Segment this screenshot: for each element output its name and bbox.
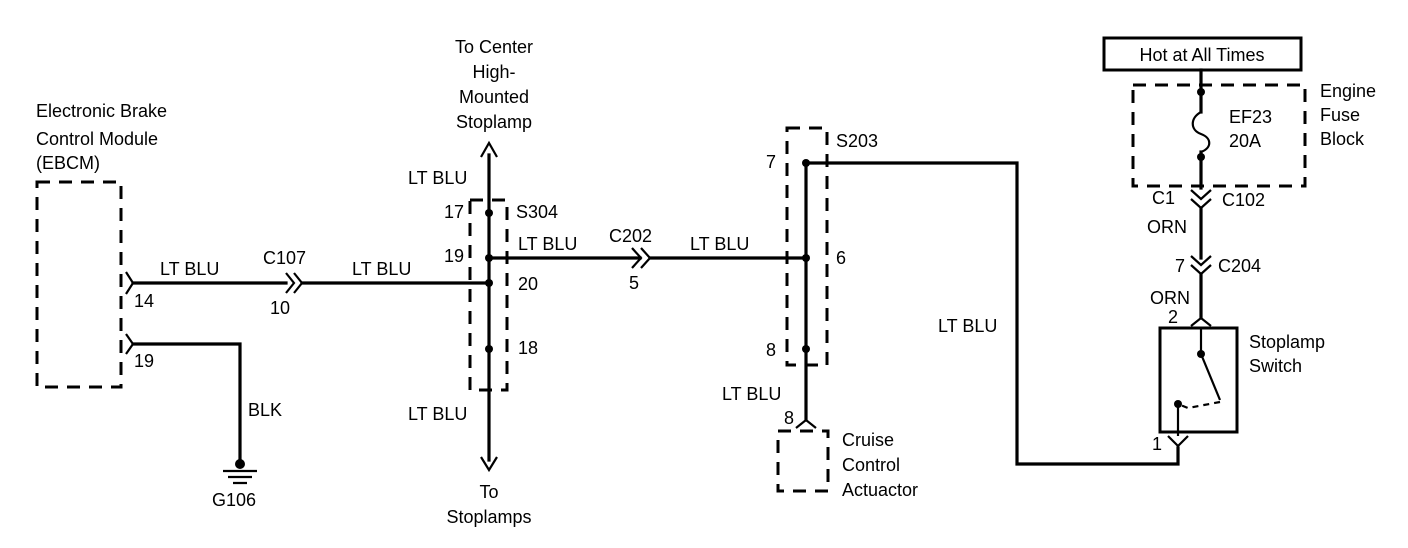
ebcm-dashed-box xyxy=(35,180,123,389)
cruise-label-line1: Cruise xyxy=(842,430,894,450)
ebcm-pin-19: 19 xyxy=(134,351,154,371)
wire-color-orn-2: ORN xyxy=(1150,288,1190,308)
wire-color-lt-blu-6: LT BLU xyxy=(690,234,749,254)
cruise-label-line3: Actuactor xyxy=(842,480,918,500)
wire-color-lt-blu-2: LT BLU xyxy=(352,259,411,279)
arrow-down-icon xyxy=(480,456,498,473)
connector-c107-pin-10: 10 xyxy=(270,298,290,318)
ground-label-g106: G106 xyxy=(212,490,256,510)
s304-node-18 xyxy=(485,345,493,353)
arrow-up-icon xyxy=(480,140,498,158)
wire-color-lt-blu-1: LT BLU xyxy=(160,259,219,279)
cruise-control-actuator: Cruise Control Actuactor xyxy=(776,418,918,500)
connector-c204-label: C204 xyxy=(1218,256,1261,276)
stoplamps-line2: Stoplamps xyxy=(446,507,531,527)
stoplamps-line1: To xyxy=(479,482,498,502)
connector-c204-pin-7: 7 xyxy=(1175,256,1185,276)
wire-color-lt-blu-4: LT BLU xyxy=(408,404,467,424)
s304-pin-19: 19 xyxy=(444,246,464,266)
cruise-label-line2: Control xyxy=(842,455,900,475)
s203-node-8 xyxy=(802,345,810,353)
connector-switch-2-symbol xyxy=(1190,316,1212,327)
fuse-rating: 20A xyxy=(1229,131,1261,151)
connector-c102-symbol xyxy=(1190,189,1212,210)
connector-c102-label: C102 xyxy=(1222,190,1265,210)
s203-pin-7: 7 xyxy=(766,152,776,172)
chmsl-line3: Mounted xyxy=(459,87,529,107)
ebcm-pin-14: 14 xyxy=(134,291,154,311)
power-source: Hot at All Times EF23 20A Engine Fuse Bl… xyxy=(1102,36,1376,190)
s304-pin-17: 17 xyxy=(444,202,464,222)
connector-c107-symbol xyxy=(285,272,304,294)
s203-pin-8: 8 xyxy=(766,340,776,360)
destination-stoplamps: To Stoplamps xyxy=(446,482,531,527)
ground-icon xyxy=(223,469,257,485)
connector-switch-1-symbol xyxy=(1167,435,1189,448)
connector-c1-label: C1 xyxy=(1152,188,1175,208)
s304-pin-18: 18 xyxy=(518,338,538,358)
wire-color-lt-blu-7: LT BLU xyxy=(722,384,781,404)
wire-fuse-to-switch: C1 C102 ORN 7 C204 ORN 2 xyxy=(1147,188,1265,327)
chmsl-line2: High- xyxy=(472,62,515,82)
stoplamp-switch-line2: Switch xyxy=(1249,356,1302,376)
hot-at-all-times-label: Hot at All Times xyxy=(1139,45,1264,65)
wire-color-lt-blu-3: LT BLU xyxy=(408,168,467,188)
fuse-block-dashed-box xyxy=(1131,83,1307,188)
wire-color-orn-1: ORN xyxy=(1147,217,1187,237)
ebcm-module: Electronic Brake Control Module (EBCM) 1… xyxy=(35,101,167,389)
wire-color-lt-blu-5: LT BLU xyxy=(518,234,577,254)
connector-c107-label: C107 xyxy=(263,248,306,268)
chmsl-line1: To Center xyxy=(455,37,533,57)
wire-segment-ebcm-ground xyxy=(131,342,242,464)
destination-chmsl: To Center High- Mounted Stoplamp xyxy=(455,37,533,132)
ebcm-label-line2: Control Module xyxy=(36,129,158,149)
s203-label: S203 xyxy=(836,131,878,151)
stoplamp-switch: 1 Stoplamp Switch xyxy=(1152,326,1325,454)
fuse-node-top xyxy=(1197,88,1205,96)
splice-s203: S203 7 6 8 LT BLU 8 xyxy=(722,126,878,428)
cruise-dashed-box xyxy=(776,429,830,493)
connector-c202-pin-5: 5 xyxy=(629,273,639,293)
fuse-icon xyxy=(1191,111,1211,154)
fuse-block-line3: Block xyxy=(1320,129,1365,149)
connector-c202-label: C202 xyxy=(609,226,652,246)
wire-ebcm-19-to-ground: BLK G106 xyxy=(125,333,282,510)
wire-color-blk: BLK xyxy=(248,400,282,420)
ebcm-label-line1: Electronic Brake xyxy=(36,101,167,121)
switch-pin-1: 1 xyxy=(1152,434,1162,454)
wire-s203-to-stoplamp-switch: LT BLU xyxy=(804,161,1180,466)
ground-node xyxy=(235,459,245,469)
wire-ebcm-14-to-s304: LT BLU C107 10 LT BLU xyxy=(125,248,491,318)
s203-node-6 xyxy=(802,254,810,262)
s304-pin-20: 20 xyxy=(518,274,538,294)
fuse-name: EF23 xyxy=(1229,107,1272,127)
switch-blade-icon xyxy=(1199,353,1222,401)
s304-node-20 xyxy=(485,279,493,287)
wire-s304-to-s203: LT BLU C202 5 LT BLU xyxy=(487,226,808,293)
switch-pin-2: 2 xyxy=(1168,307,1178,327)
s304-node-17 xyxy=(485,209,493,217)
cruise-pin-8: 8 xyxy=(784,408,794,428)
connector-cruise-8-symbol xyxy=(795,418,817,429)
splice-s304: S304 17 19 20 18 LT BLU LT BLU xyxy=(408,140,558,473)
ebcm-label-line3: (EBCM) xyxy=(36,153,100,173)
wire-color-lt-blu-8: LT BLU xyxy=(938,316,997,336)
stoplamp-switch-box xyxy=(1158,326,1239,434)
fuse-block-line2: Fuse xyxy=(1320,105,1360,125)
fuse-block-line1: Engine xyxy=(1320,81,1376,101)
chmsl-line4: Stoplamp xyxy=(456,112,532,132)
stoplamp-switch-line1: Stoplamp xyxy=(1249,332,1325,352)
wire-segment-long-loop xyxy=(804,161,1180,466)
s203-pin-6: 6 xyxy=(836,248,846,268)
s304-label: S304 xyxy=(516,202,558,222)
